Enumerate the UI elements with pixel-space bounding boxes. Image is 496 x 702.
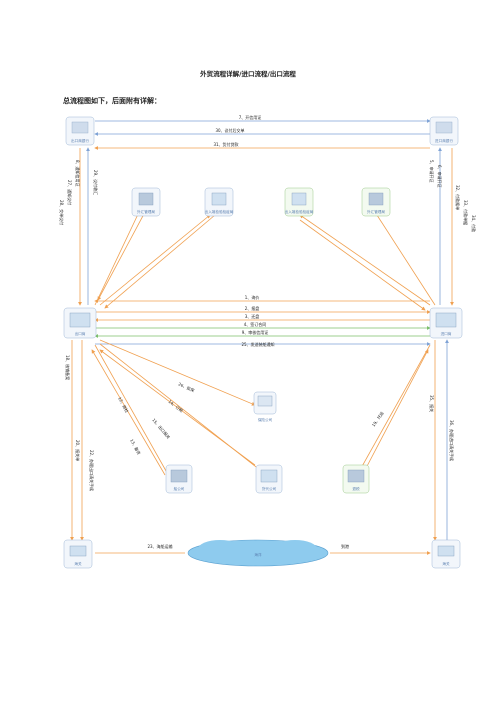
- node-label: 出入境检验检疫局: [285, 209, 314, 214]
- node-customs-right: 海关: [431, 539, 461, 569]
- edge-line: [364, 349, 429, 471]
- vertical-label: 35、报关: [429, 395, 435, 412]
- node-label: 进口商: [441, 331, 452, 336]
- node-label: 船公司: [174, 486, 185, 491]
- edge-label: 26、投保: [178, 380, 196, 393]
- node-label: 外汇管理局: [367, 209, 385, 214]
- vertical-label: 5、申请开证: [429, 160, 435, 183]
- edge-label: 15、出口报关: [151, 417, 172, 440]
- node-insurance: 保险公司: [253, 391, 277, 422]
- node-tax: 退税: [342, 464, 370, 494]
- node-label: 出口商银行: [71, 138, 89, 143]
- building-icon: [368, 192, 384, 206]
- ocean-cloud: 海洋: [187, 539, 329, 567]
- document-title: 外贸流程详解/进口流程/出口流程: [200, 70, 296, 78]
- customs-icon: [437, 545, 455, 557]
- edge-line: [99, 214, 211, 306]
- edge-label: 9、审核信用证: [242, 329, 269, 335]
- customs-icon: [69, 545, 87, 557]
- node-importer: 进口商: [429, 307, 463, 339]
- building-icon: [260, 469, 278, 483]
- vertical-labels-left: 8、通知信用证 27、通知议付 28、交单议付 29、议付收汇 18、核销备案 …: [59, 160, 99, 491]
- edge-line: [299, 219, 426, 311]
- node-customs-left: 海关: [63, 539, 93, 569]
- edge-line: [94, 209, 141, 306]
- vertical-label: 29、议付收汇: [93, 170, 99, 195]
- node-import-inspection: 出入境检验检疫局: [285, 187, 314, 217]
- edge-line: [374, 211, 436, 306]
- vertical-label: 32、付款赎单: [455, 185, 461, 210]
- node-exporter: 出口商: [63, 307, 97, 339]
- vertical-label: 34、付款: [471, 215, 477, 232]
- edge-label: 2、报盘: [245, 305, 260, 311]
- edge-label: 7、开信用证: [239, 114, 262, 120]
- node-exporter-bank: 出口商银行: [65, 116, 95, 146]
- ship-icon: [170, 469, 188, 483]
- node-shipping: 船公司: [165, 464, 193, 494]
- office-icon: [69, 312, 91, 328]
- node-export-inspection: 出入境检验检疫局: [205, 187, 234, 217]
- bank-icon: [71, 121, 89, 134]
- building-icon: [138, 192, 154, 206]
- node-label: 出口商: [75, 331, 86, 336]
- node-label: 海关: [74, 561, 82, 566]
- vertical-label: 36、办理进口清关手续: [449, 420, 455, 461]
- building-icon: [211, 192, 227, 206]
- node-label: 进口商银行: [435, 138, 453, 143]
- edge-line: [97, 211, 146, 301]
- building-icon: [347, 469, 365, 483]
- edge-line: [91, 349, 166, 476]
- vertical-label: 22、办理出口清关手续: [89, 450, 95, 491]
- edge-label: 1、询价: [245, 294, 260, 300]
- edge-line: [359, 344, 431, 471]
- edge-label: 4、签订合同: [244, 321, 267, 327]
- node-foreign-exchange-right: 外汇管理局: [361, 187, 391, 217]
- node-label: 出入境检验检疫局: [205, 209, 234, 214]
- vertical-label: 18、核销备案: [65, 355, 71, 380]
- edge-label: 3、还盘: [245, 313, 260, 319]
- vertical-label: 33、付款单据: [463, 200, 469, 225]
- edge-line: [99, 349, 256, 466]
- edge-line: [299, 214, 431, 306]
- vertical-label: 8、通知信用证: [75, 160, 81, 187]
- edge-label: 31、货付贷款: [213, 141, 238, 147]
- edge-label: 14、订舱: [167, 398, 184, 413]
- node-importer-bank: 进口商银行: [429, 116, 459, 146]
- laptop-icon: [257, 395, 273, 407]
- edge-label: 到港: [341, 543, 349, 549]
- node-foreign-exchange-left: 外汇管理局: [131, 187, 161, 217]
- edge-label: 23、海船运输: [147, 543, 172, 549]
- vertical-label: 6、申请开证: [437, 165, 443, 188]
- ocean-label: 海洋: [254, 552, 262, 557]
- vertical-label: 27、通知议付: [67, 180, 73, 205]
- node-label: 货代公司: [262, 486, 277, 491]
- node-label: 保险公司: [258, 417, 273, 422]
- edge-line: [94, 344, 171, 479]
- node-label: 海关: [442, 561, 450, 566]
- edge-label: 25、发送装船通知: [241, 341, 274, 347]
- vertical-label: 20、报关单: [75, 440, 81, 461]
- edge-label: 13、备货: [129, 438, 142, 456]
- node-label: 退税: [352, 486, 360, 491]
- edge-label: 30、议付后交单: [215, 127, 244, 133]
- vertical-labels-right: 5、申请开证 6、申请开证 32、付款赎单 33、付款单据 34、付款 35、报…: [429, 160, 477, 461]
- node-freight: 货代公司: [255, 464, 283, 494]
- node-label: 外汇管理局: [137, 209, 155, 214]
- document-subtitle: 总流程图如下，后面附有详解：: [63, 97, 161, 105]
- edge-label: 19、托运: [370, 410, 385, 427]
- edge-line: [104, 214, 216, 309]
- vertical-label: 28、交单议付: [59, 200, 65, 225]
- cart-icon: [435, 312, 457, 328]
- building-icon: [291, 192, 307, 206]
- bank-icon: [435, 121, 453, 134]
- edge-line: [99, 339, 256, 406]
